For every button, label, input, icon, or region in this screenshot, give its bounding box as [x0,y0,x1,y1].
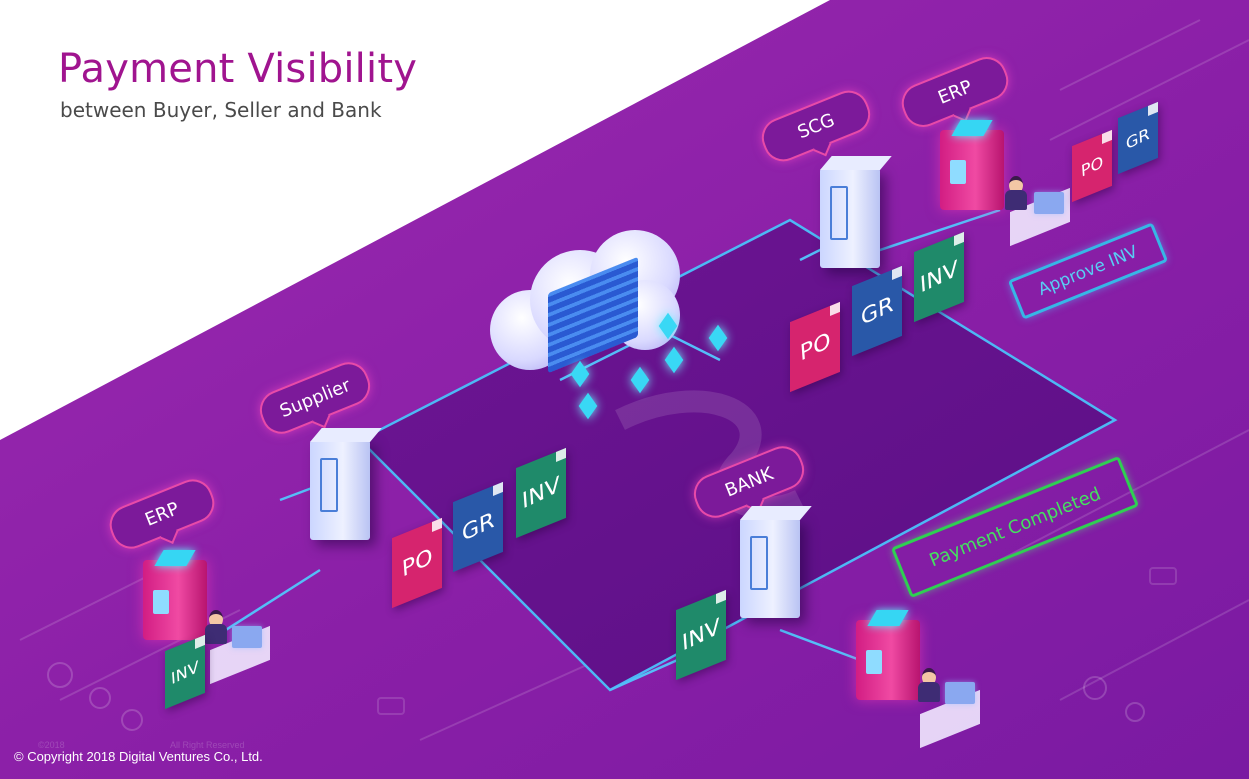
ghost-year: ©2018 [38,740,65,750]
scg-server-icon [820,168,880,268]
supplier-server-icon [310,440,370,540]
bank-server-icon [740,518,800,618]
laptop-icon [945,682,975,704]
user-avatar-icon [205,610,227,650]
ghost-rights: All Right Reserved [170,740,245,750]
erp-right-server-icon [940,120,1004,210]
page-subtitle: between Buyer, Seller and Bank [60,98,382,122]
copyright-text: © Copyright 2018 Digital Ventures Co., L… [14,749,263,764]
erp-left-server-icon [143,550,207,640]
user-avatar-icon [918,668,940,708]
page-title: Payment Visibility [58,46,418,92]
buyer-erp-server-icon [856,610,920,700]
user-avatar-icon [1005,176,1027,216]
laptop-icon [1034,192,1064,214]
cloud-server-icon [490,220,690,380]
laptop-icon [232,626,262,648]
